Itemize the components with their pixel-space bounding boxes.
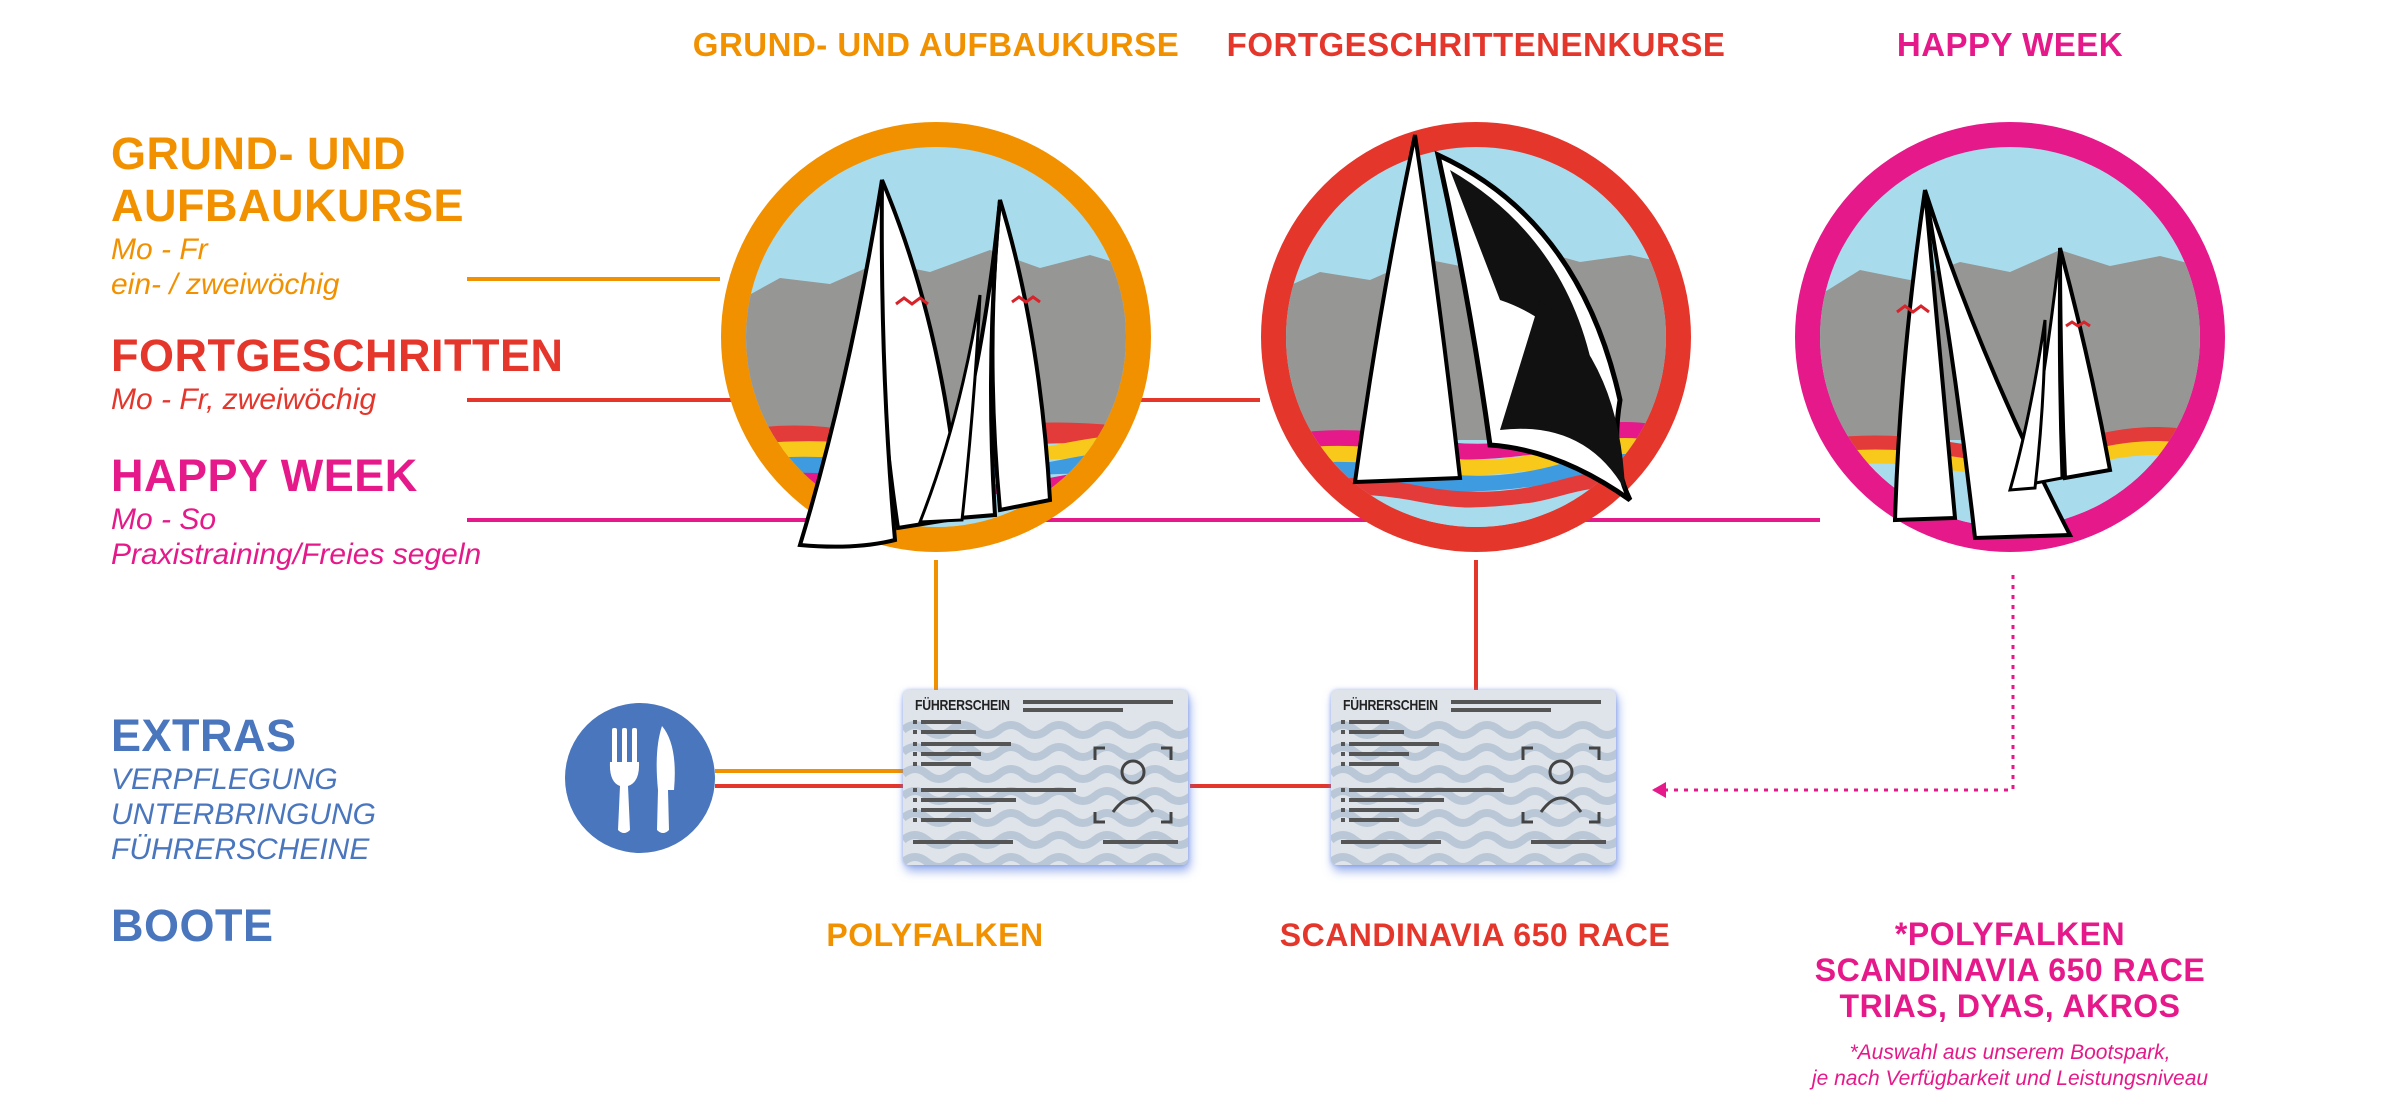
category-grund-title-line1: GRUND- UND bbox=[111, 128, 406, 179]
category-extras: EXTRAS VERPFLEGUNG UNTERBRINGUNG FÜHRERS… bbox=[111, 710, 376, 867]
category-extras-food: VERPFLEGUNG bbox=[111, 763, 338, 796]
licence-card-art bbox=[1331, 700, 1616, 865]
boat-label-grund: POLYFALKEN bbox=[826, 917, 1044, 953]
category-grund-days: Mo - Fr bbox=[111, 233, 208, 266]
licence-title: FÜHRERSCHEIN bbox=[1343, 697, 1438, 714]
boat-list-happy: *POLYFALKEN SCANDINAVIA 650 RACE TRIAS, … bbox=[1720, 916, 2300, 1024]
boat-label-happy-1: *POLYFALKEN bbox=[1894, 916, 2126, 952]
category-grund-title-line2: AUFBAUKURSE bbox=[111, 180, 464, 231]
boat-label-fort: SCANDINAVIA 650 RACE bbox=[1279, 917, 1671, 953]
column-title-happy: HAPPY WEEK bbox=[1896, 26, 2124, 63]
column-title-fort: FORTGESCHRITTENENKURSE bbox=[1226, 26, 1726, 63]
column-title-grund: GRUND- UND AUFBAUKURSE bbox=[692, 26, 1180, 63]
licence-title: FÜHRERSCHEIN bbox=[915, 697, 1010, 714]
arrow-head bbox=[1652, 782, 1666, 798]
boat-label-happy-2: SCANDINAVIA 650 RACE bbox=[1814, 952, 2206, 988]
category-boote-title: BOOTE bbox=[111, 900, 274, 951]
footnote: *Auswahl aus unserem Bootspark, je nach … bbox=[1720, 1040, 2300, 1092]
course-circle-grund bbox=[721, 122, 1151, 552]
id-card-icon: FÜHRERSCHEIN bbox=[903, 690, 1188, 865]
category-fort: FORTGESCHRITTEN Mo - Fr, zweiwöchig bbox=[111, 330, 564, 417]
category-extras-licences: FÜHRERSCHEINE bbox=[111, 833, 370, 866]
person-photo-icon bbox=[1093, 746, 1173, 824]
category-happy: HAPPY WEEK Mo - So Praxistraining/Freies… bbox=[111, 450, 481, 572]
course-circle-fort bbox=[1261, 122, 1691, 552]
category-extras-title: EXTRAS bbox=[111, 710, 297, 761]
category-fort-days: Mo - Fr, zweiwöchig bbox=[111, 383, 377, 416]
boat-label-happy-3: TRIAS, DYAS, AKROS bbox=[1839, 988, 2181, 1024]
person-photo-icon bbox=[1521, 746, 1601, 824]
category-fort-title: FORTGESCHRITTEN bbox=[111, 330, 564, 381]
category-grund-duration: ein- / zweiwöchig bbox=[111, 268, 340, 301]
course-circle-happy bbox=[1795, 122, 2225, 552]
cutlery-icon bbox=[565, 703, 715, 853]
footnote-line1: *Auswahl aus unserem Bootspark, bbox=[1849, 1041, 2171, 1064]
licence-card-art bbox=[903, 700, 1188, 865]
category-happy-title: HAPPY WEEK bbox=[111, 450, 418, 501]
category-happy-days: Mo - So bbox=[111, 503, 217, 536]
footnote-line2: je nach Verfügbarkeit und Leistungsnivea… bbox=[1811, 1067, 2209, 1090]
line-happy-dotted bbox=[1650, 575, 2015, 792]
category-happy-description: Praxistraining/Freies segeln bbox=[111, 538, 482, 571]
category-extras-accommodation: UNTERBRINGUNG bbox=[111, 798, 377, 831]
category-boote: BOOTE bbox=[111, 900, 274, 952]
category-grund: GRUND- UND AUFBAUKURSE Mo - Fr ein- / zw… bbox=[111, 128, 464, 302]
id-card-icon: FÜHRERSCHEIN bbox=[1331, 690, 1616, 865]
